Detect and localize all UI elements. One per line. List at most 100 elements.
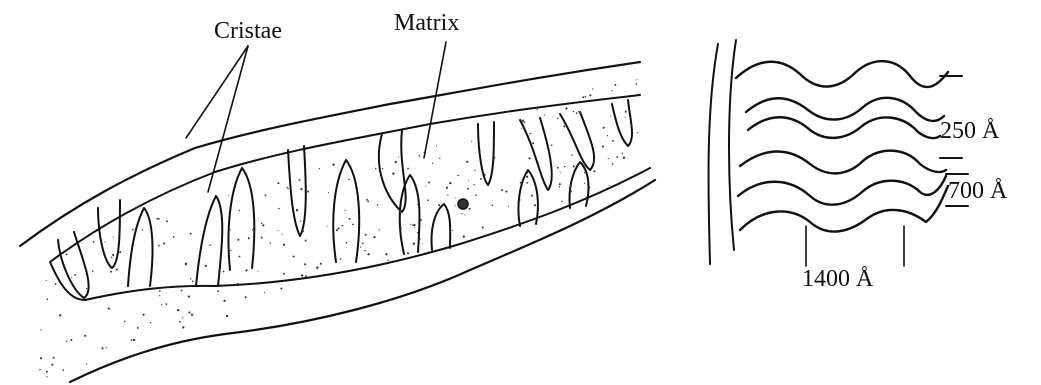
stipple-dot	[413, 243, 415, 245]
stipple-dot	[385, 253, 387, 255]
stipple-dot	[508, 206, 509, 207]
membrane-fold	[748, 117, 940, 138]
stipple-dot	[482, 226, 484, 228]
stipple-dot	[245, 269, 247, 271]
stipple-dot	[283, 273, 285, 275]
stipple-dot	[566, 108, 567, 109]
stipple-dot	[561, 201, 562, 202]
stipple-dot	[300, 220, 301, 221]
stipple-dot	[85, 269, 87, 271]
stipple-dot	[414, 227, 415, 228]
stipple-dot	[173, 236, 175, 238]
spacing-1400-label: 1400 Å	[802, 266, 874, 292]
stipple-dot	[480, 178, 482, 180]
stipple-dot	[427, 199, 429, 201]
stipple-dot	[336, 229, 338, 231]
stipple-dot	[62, 369, 64, 371]
stipple-dot	[158, 218, 160, 220]
stipple-dot	[464, 214, 465, 215]
membrane-fold	[740, 186, 948, 232]
membrane-fold	[740, 151, 946, 174]
stipple-dot	[132, 229, 134, 231]
stipple-dot	[468, 180, 469, 181]
stipple-dot	[447, 194, 448, 195]
matrix-leader-line	[424, 42, 446, 158]
stipple-dot	[262, 224, 264, 226]
stipple-dot	[286, 187, 287, 188]
stipple-dot	[66, 340, 67, 341]
stipple-dot	[584, 172, 585, 173]
stipple-dot	[143, 314, 145, 316]
stipple-dot	[302, 230, 304, 232]
stipple-dot	[410, 224, 411, 225]
stipple-dot	[159, 295, 160, 296]
spacing-700-label: 700 Å	[948, 178, 1008, 204]
stipple-dot	[158, 245, 160, 247]
stipple-dot	[39, 369, 40, 370]
stipple-dot	[571, 154, 573, 156]
stipple-dot	[133, 339, 135, 341]
stipple-dot	[46, 376, 47, 377]
stipple-dot	[237, 283, 239, 285]
stipple-dot	[407, 252, 409, 254]
stipple-dot	[124, 321, 125, 322]
stipple-dot	[252, 229, 253, 230]
stipple-dot	[340, 258, 342, 260]
stipple-dot	[614, 84, 616, 86]
stipple-dot	[150, 322, 151, 323]
crista	[560, 112, 594, 170]
stipple-dot	[623, 157, 625, 159]
stipple-dot	[564, 166, 566, 168]
cristae-top	[98, 100, 632, 268]
crista	[288, 146, 306, 236]
stipple-dot	[261, 223, 263, 225]
stipple-dot	[226, 315, 228, 317]
stipple-dot	[188, 295, 190, 297]
stipple-dot	[332, 164, 334, 166]
stipple-dot	[161, 304, 162, 305]
stipple-dot	[417, 232, 418, 233]
stipple-dot	[166, 220, 168, 222]
crista	[229, 168, 255, 270]
stipple-dot	[70, 339, 72, 341]
matrix-label: Matrix	[394, 10, 459, 36]
stipple-dot	[217, 290, 219, 292]
stipple-dot	[59, 314, 61, 316]
stipple-dot	[520, 182, 522, 184]
stipple-dot	[375, 168, 376, 169]
stipple-dot	[573, 111, 574, 112]
stipple-dot	[46, 371, 48, 373]
stipple-dot	[367, 253, 369, 255]
stipple-dot	[422, 243, 423, 244]
stipple-dot	[379, 229, 380, 230]
stipple-dot	[395, 161, 397, 163]
stipple-dot	[585, 96, 587, 98]
stipple-dot	[319, 168, 320, 169]
membrane-fold	[736, 61, 948, 87]
mitochondrion-section	[20, 62, 655, 382]
stipple-dot	[116, 269, 118, 271]
stipple-dot	[104, 241, 105, 242]
crista	[518, 170, 538, 226]
stipple-dot	[156, 218, 158, 220]
stipple-dot	[570, 190, 572, 192]
stipple-dot	[137, 327, 139, 329]
stipple-dot	[278, 230, 279, 231]
stipple-dot	[282, 234, 283, 235]
stipple-dot	[593, 161, 595, 163]
stipple-dot	[603, 127, 605, 129]
stipple-dot	[637, 132, 638, 133]
stipple-dot	[449, 182, 451, 184]
stipple-dot	[467, 188, 469, 190]
stipple-dot	[576, 112, 578, 114]
stipple-dot	[265, 194, 267, 196]
stipple-dot	[532, 142, 534, 144]
stipple-dot	[337, 227, 339, 229]
crista-folds-detail	[708, 40, 968, 266]
stipple-dot	[119, 251, 121, 253]
stipple-dot	[529, 133, 531, 135]
stipple-dot	[165, 303, 167, 305]
stipple-dot	[551, 144, 553, 146]
base-membrane	[708, 44, 718, 264]
stipple-dot	[74, 274, 76, 276]
